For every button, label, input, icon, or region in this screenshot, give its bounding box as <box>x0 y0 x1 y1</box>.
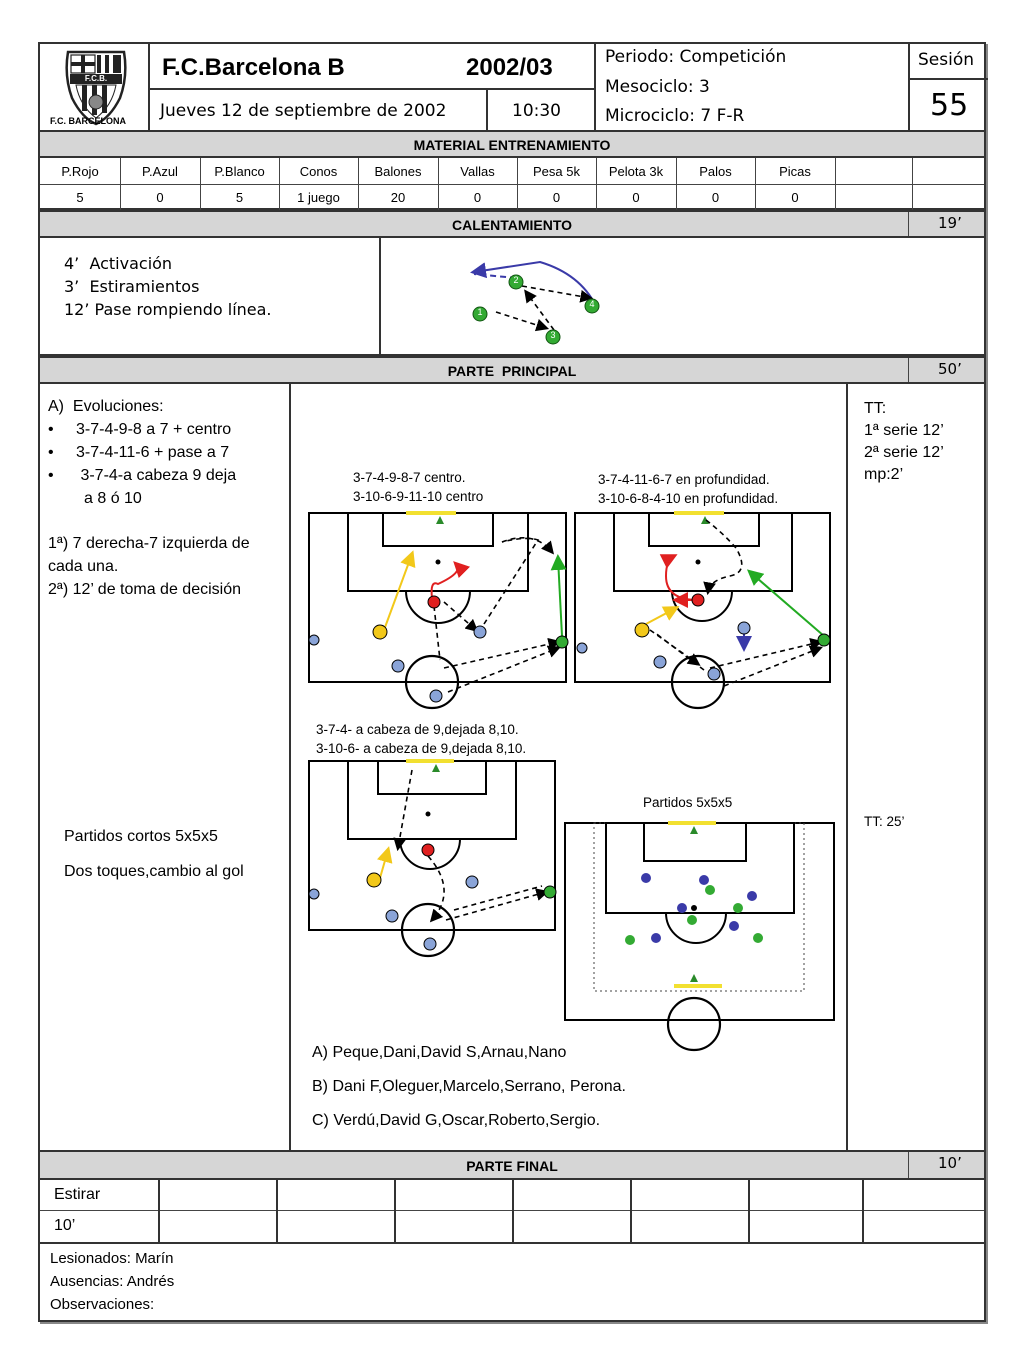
material-col-vallas: Vallas <box>460 164 495 179</box>
material-val-pazul: 0 <box>156 190 164 205</box>
fcb-crest-icon <box>65 50 127 126</box>
team-a: A) Peque,Dani,David S,Arnau,Nano <box>312 1044 567 1061</box>
material-val-picas: 0 <box>791 190 799 205</box>
final-band: PARTE FINAL 10’ <box>40 1150 984 1180</box>
tt-serie-1: 1ª serie 12’ <box>864 422 944 439</box>
session-time: 10:30 <box>512 101 561 121</box>
logo-top-text: F.C.B. <box>84 74 108 83</box>
logo-caption: F.C. BARCELONA <box>50 116 126 126</box>
diagram2-caption-2: 3-10-6-8-4-10 en profundidad. <box>598 491 779 506</box>
team-c: C) Verdú,David G,Oscar,Roberto,Sergio. <box>312 1112 601 1129</box>
diagram2-caption-1: 3-7-4-11-6-7 en profundidad. <box>598 472 770 487</box>
final-row-2: 10’ <box>54 1217 76 1234</box>
tactic-diagram-1 <box>308 511 569 710</box>
material-col-pesa: Pesa 5k <box>533 164 580 179</box>
material-val-projo: 5 <box>76 190 84 205</box>
material-col-conos: Conos <box>299 164 338 179</box>
bullet-1: 3-7-4-9-8 a 7 + centro <box>76 421 232 438</box>
observaciones: Observaciones: <box>50 1296 155 1313</box>
final-row-1: Estirar <box>54 1186 101 1203</box>
season: 2002/03 <box>466 54 553 81</box>
microciclo: Microciclo: 7 F-R <box>605 106 745 126</box>
material-col-balones: Balones <box>374 164 422 179</box>
bullet-2: 3-7-4-11-6 + pase a 7 <box>76 444 230 461</box>
warmup-player-4: 4 <box>589 299 595 309</box>
warmup-player-1: 1 <box>477 307 483 317</box>
diagram3-caption-1: 3-7-4- a cabeza de 9,dejada 8,10. <box>316 722 519 737</box>
note-2: cada una. <box>48 558 119 575</box>
tt-total: TT: 25’ <box>864 814 905 829</box>
material-val-pelota: 0 <box>632 190 640 205</box>
tactic-diagram-3 <box>308 759 557 958</box>
partidos-diagram <box>564 821 835 1052</box>
material-val-balones: 20 <box>390 190 406 205</box>
tt-label: TT: <box>864 400 887 417</box>
final-table: Estirar 10’ <box>40 1180 984 1244</box>
final-duration: 10’ <box>938 1154 962 1172</box>
principal-title: PARTE PRINCIPAL <box>447 363 577 379</box>
bullet-3: 3-7-4-a cabeza 9 deja <box>76 467 237 484</box>
calentamiento-band: CALENTAMIENTO 19’ <box>40 210 984 238</box>
material-col-pelota: Pelota 3k <box>608 164 664 179</box>
material-col-palos: Palos <box>699 164 732 179</box>
bullet-dot-3: • <box>48 467 54 484</box>
material-col-picas: Picas <box>779 164 811 179</box>
bullet-dot-2: • <box>48 444 54 461</box>
bullet-dot-1: • <box>48 421 54 438</box>
partidos-line-1: Partidos cortos 5x5x5 <box>64 828 218 845</box>
material-band: MATERIAL ENTRENAMIENTO <box>40 130 984 158</box>
warmup-player-2: 2 <box>513 275 519 285</box>
periodo: Periodo: Competición <box>605 47 787 67</box>
session-sheet: F.C.B. F.C. BARCELONA F.C.Barcelona B 20… <box>38 42 988 1322</box>
calentamiento-line-1: 4’ Activación <box>64 254 173 273</box>
diagram1-caption-1: 3-7-4-9-8-7 centro. <box>353 470 466 485</box>
principal-band: PARTE PRINCIPAL 50’ <box>40 356 984 384</box>
club-logo: F.C.B. <box>46 46 146 128</box>
note-1: 1ª) 7 derecha-7 izquierda de <box>48 535 250 552</box>
bullet-3-cont: a 8 ó 10 <box>84 490 142 507</box>
material-val-vallas: 0 <box>473 190 482 205</box>
lesionados: Lesionados: Marín <box>50 1250 174 1267</box>
material-val-conos: 1 juego <box>297 190 340 205</box>
diagram1-caption-2: 3-10-6-9-11-10 centro <box>353 489 484 504</box>
team-b: B) Dani F,Oleguer,Marcelo,Serrano, Peron… <box>312 1078 626 1095</box>
diagram4-caption: Partidos 5x5x5 <box>643 795 733 810</box>
tactic-diagram-2 <box>574 511 831 710</box>
tt-serie-2: 2ª serie 12’ <box>864 444 944 461</box>
diagram3-caption-2: 3-10-6- a cabeza de 9,dejada 8,10. <box>316 741 527 756</box>
principal-duration: 50’ <box>938 360 962 378</box>
material-val-palos: 0 <box>711 190 720 205</box>
mesociclo: Mesociclo: 3 <box>605 77 710 97</box>
calentamiento-title: CALENTAMIENTO <box>451 217 573 233</box>
club-name: F.C.Barcelona B <box>162 54 345 81</box>
ausencias: Ausencias: Andrés <box>50 1273 175 1290</box>
calentamiento-duration: 19’ <box>938 214 962 232</box>
material-col-pblanco: P.Blanco <box>214 164 265 179</box>
calentamiento-line-3: 12’ Pase rompiendo línea. <box>64 300 272 319</box>
evoluciones-heading: A) Evoluciones: <box>48 398 164 415</box>
sesion-label: Sesión <box>918 50 975 70</box>
material-val-pesa: 0 <box>552 190 561 205</box>
note-3: 2ª) 12’ de toma de decisión <box>48 581 241 598</box>
material-col-pazul: P.Azul <box>142 164 178 179</box>
material-table: P.Rojo P.Azul P.Blanco Conos Balones Val… <box>40 158 984 210</box>
session-date: Jueves 12 de septiembre de 2002 <box>160 101 447 121</box>
warmup-player-3: 3 <box>550 330 556 340</box>
sesion-number: 55 <box>930 88 969 123</box>
calentamiento-line-2: 3’ Estiramientos <box>64 277 200 296</box>
final-title: PARTE FINAL <box>466 1158 558 1174</box>
material-col-projo: P.Rojo <box>61 164 99 179</box>
material-val-pblanco: 5 <box>235 190 244 205</box>
warmup-diagram <box>470 260 600 345</box>
partidos-line-2: Dos toques,cambio al gol <box>64 863 244 880</box>
material-title: MATERIAL ENTRENAMIENTO <box>413 137 611 153</box>
tt-mp: mp:2’ <box>864 466 904 483</box>
